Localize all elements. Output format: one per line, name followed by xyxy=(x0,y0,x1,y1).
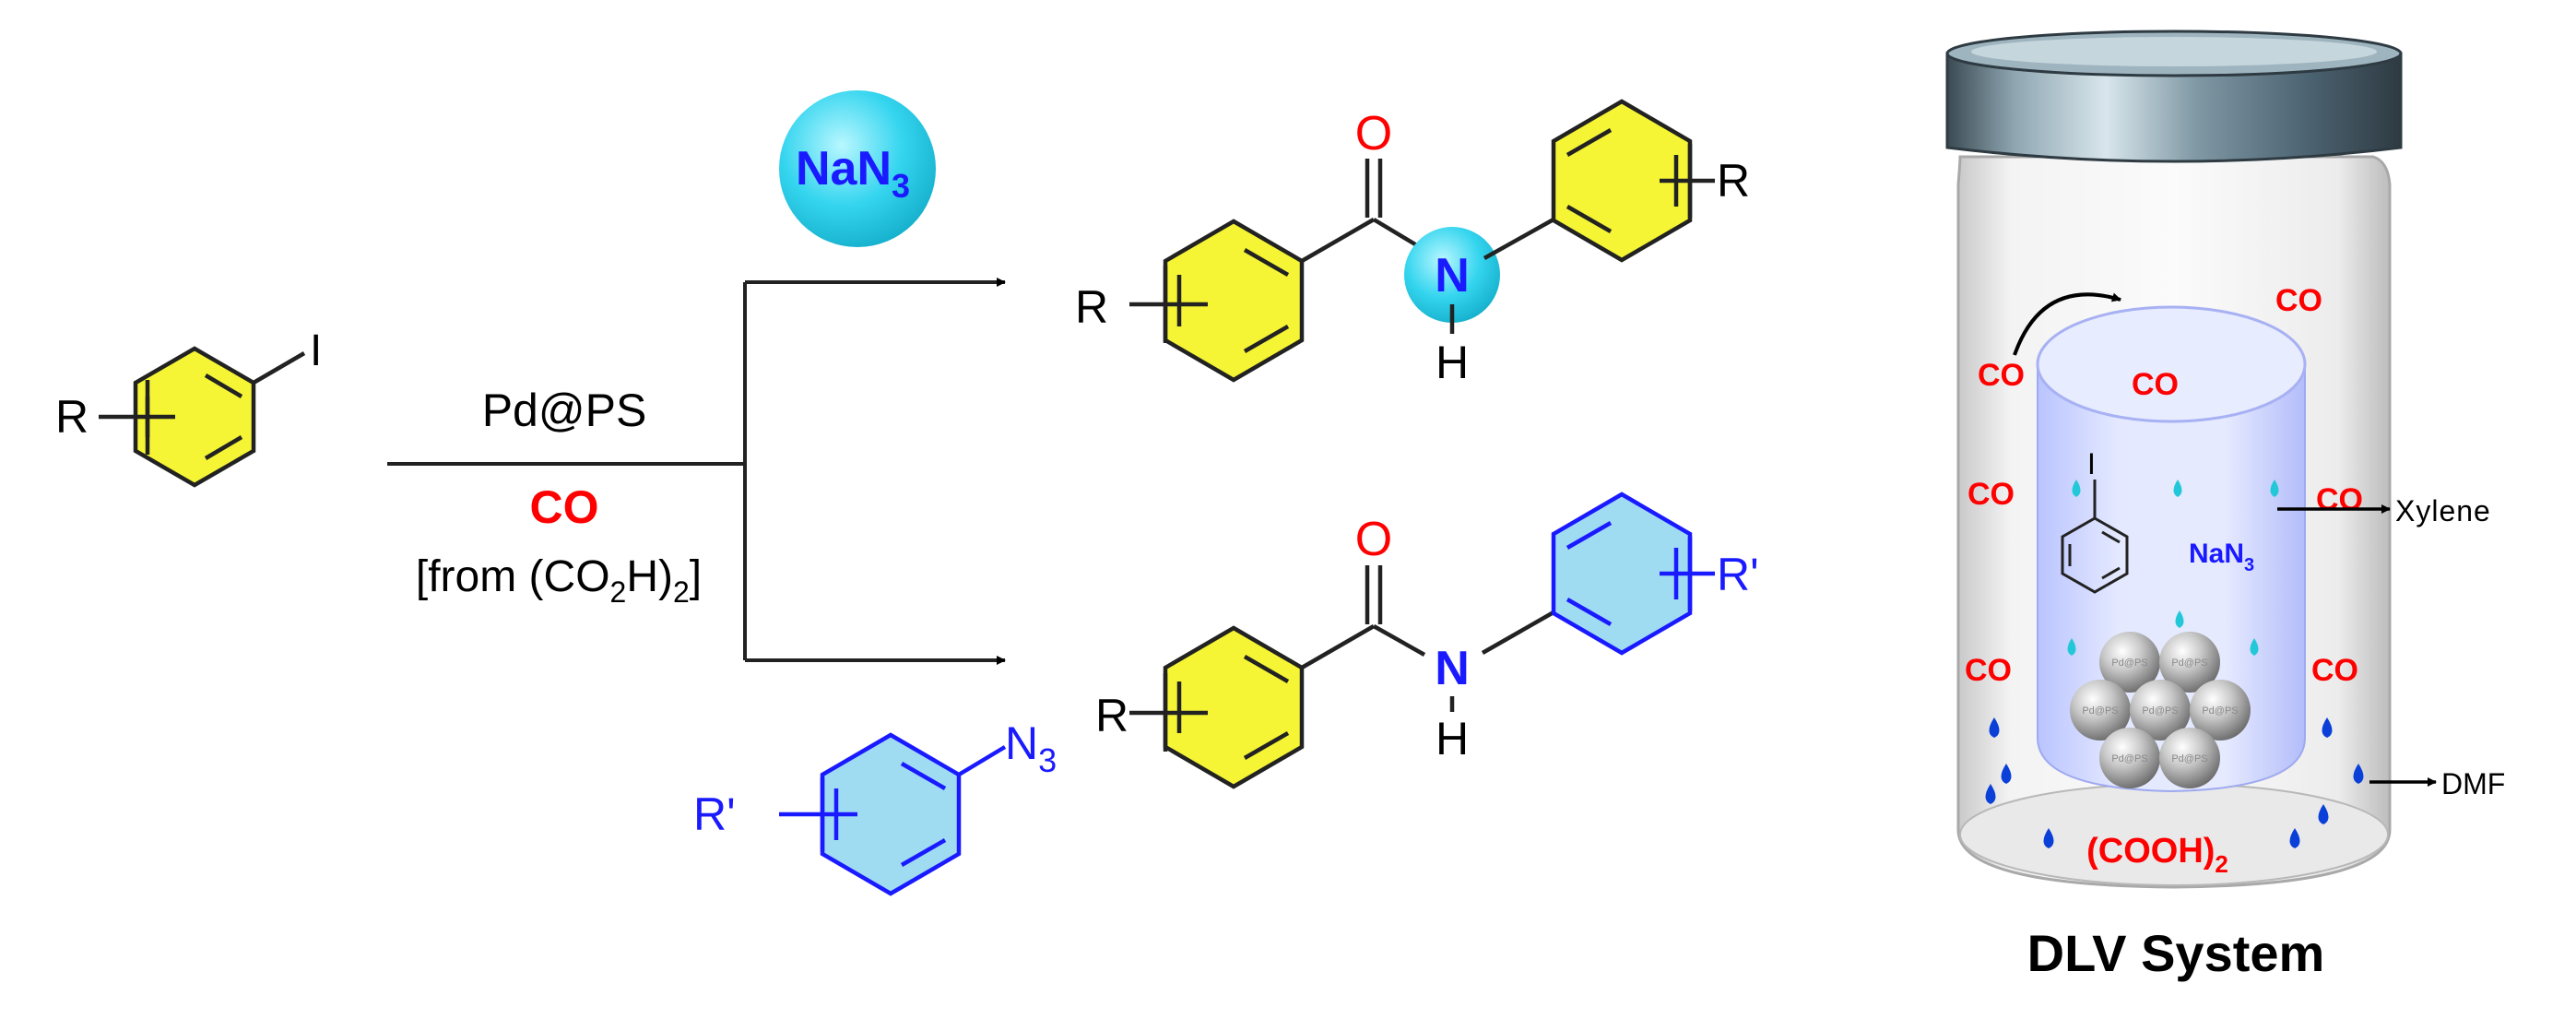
top-product: R O N H R xyxy=(1075,99,1750,388)
bottom-product-o: O xyxy=(1355,513,1392,566)
nan3-sphere xyxy=(779,90,936,247)
oxalic-acid-label: (COOH)2 xyxy=(2086,832,2228,878)
vial-co-label: CO xyxy=(1978,358,2025,393)
bottom-product-n: N xyxy=(1435,642,1470,695)
pd-ps-bead: Pd@PS xyxy=(2130,680,2191,741)
pd-ps-bead: Pd@PS xyxy=(2190,680,2251,741)
vial-co-label: CO xyxy=(2316,482,2363,517)
svg-text:Pd@PS: Pd@PS xyxy=(2111,658,2147,669)
co-source-label: [from (CO2H)2] xyxy=(416,552,702,609)
xylene-label: Xylene xyxy=(2395,494,2491,527)
bottom-product-r-left: R xyxy=(1095,690,1128,741)
pd-ps-bead: Pd@PS xyxy=(2159,728,2220,788)
vial-co-label: CO xyxy=(2275,283,2322,318)
bottom-product-h: H xyxy=(1436,713,1469,764)
vial-caption: DLV System xyxy=(2027,924,2325,982)
top-product-n: N xyxy=(1435,249,1470,302)
svg-text:Pd@PS: Pd@PS xyxy=(2082,705,2118,717)
vial-iodo-label: I xyxy=(2087,447,2096,480)
aryl-azide-n3-label: N3 xyxy=(1005,717,1057,779)
vial-co-label: CO xyxy=(2132,367,2179,402)
dlv-vial: CO CO CO CO CO CO CO I NaN3 xyxy=(1945,30,2505,982)
top-product-r-left: R xyxy=(1075,281,1108,333)
top-product-r-right: R xyxy=(1717,155,1750,207)
top-product-amide-sphere xyxy=(1404,227,1500,323)
pd-ps-bead: Pd@PS xyxy=(2159,632,2220,693)
aryl-azide-reagent: N3 R' xyxy=(693,717,1057,896)
vial-co-label: CO xyxy=(2311,653,2358,688)
pd-ps-bead: Pd@PS xyxy=(2099,728,2160,788)
vial-inner-top xyxy=(2036,305,2307,423)
bottom-product-r-right: R' xyxy=(1717,549,1759,600)
co-transfer-arrow xyxy=(2013,292,2121,356)
pd-ps-bead: Pd@PS xyxy=(2070,680,2131,741)
dmf-label: DMF xyxy=(2441,767,2505,800)
vial-co-label: CO xyxy=(1967,477,2015,512)
substrate-iodo-label: I xyxy=(310,326,322,375)
svg-text:Pd@PS: Pd@PS xyxy=(2171,658,2207,669)
catalyst-label: Pd@PS xyxy=(482,385,647,436)
reaction-arrows xyxy=(387,278,1006,665)
vial-iodobenzene: I xyxy=(2061,447,2129,594)
vial-cap xyxy=(1945,52,2403,163)
substrate-r-label: R xyxy=(55,391,89,443)
svg-text:Pd@PS: Pd@PS xyxy=(2111,753,2147,764)
top-product-o: O xyxy=(1355,107,1392,160)
pd-ps-bead: Pd@PS xyxy=(2099,632,2160,693)
svg-text:Pd@PS: Pd@PS xyxy=(2142,705,2178,717)
top-product-h: H xyxy=(1436,337,1469,388)
co-label: CO xyxy=(530,481,599,533)
bottom-product-left-ring xyxy=(1163,625,1305,789)
substrate-iodoarene: I R xyxy=(55,326,322,488)
svg-text:Pd@PS: Pd@PS xyxy=(2202,705,2238,717)
vial-nan3-label: NaN3 xyxy=(2189,539,2254,575)
bottom-product: R O N H R' xyxy=(1095,492,1759,789)
nan3-reagent: NaN3 xyxy=(779,90,936,247)
nan3-label: NaN3 xyxy=(796,142,910,205)
dmf-droplets xyxy=(1985,717,2364,848)
top-product-left-ring xyxy=(1163,219,1305,383)
svg-text:Pd@PS: Pd@PS xyxy=(2171,753,2207,764)
vial-co-label: CO xyxy=(1965,653,2012,688)
pd-ps-beads: Pd@PS Pd@PS Pd@PS Pd@PS Pd@PS Pd@PS Pd@P… xyxy=(2070,632,2251,788)
aryl-azide-r-label: R' xyxy=(693,788,736,840)
xylene-droplets xyxy=(2067,480,2279,656)
